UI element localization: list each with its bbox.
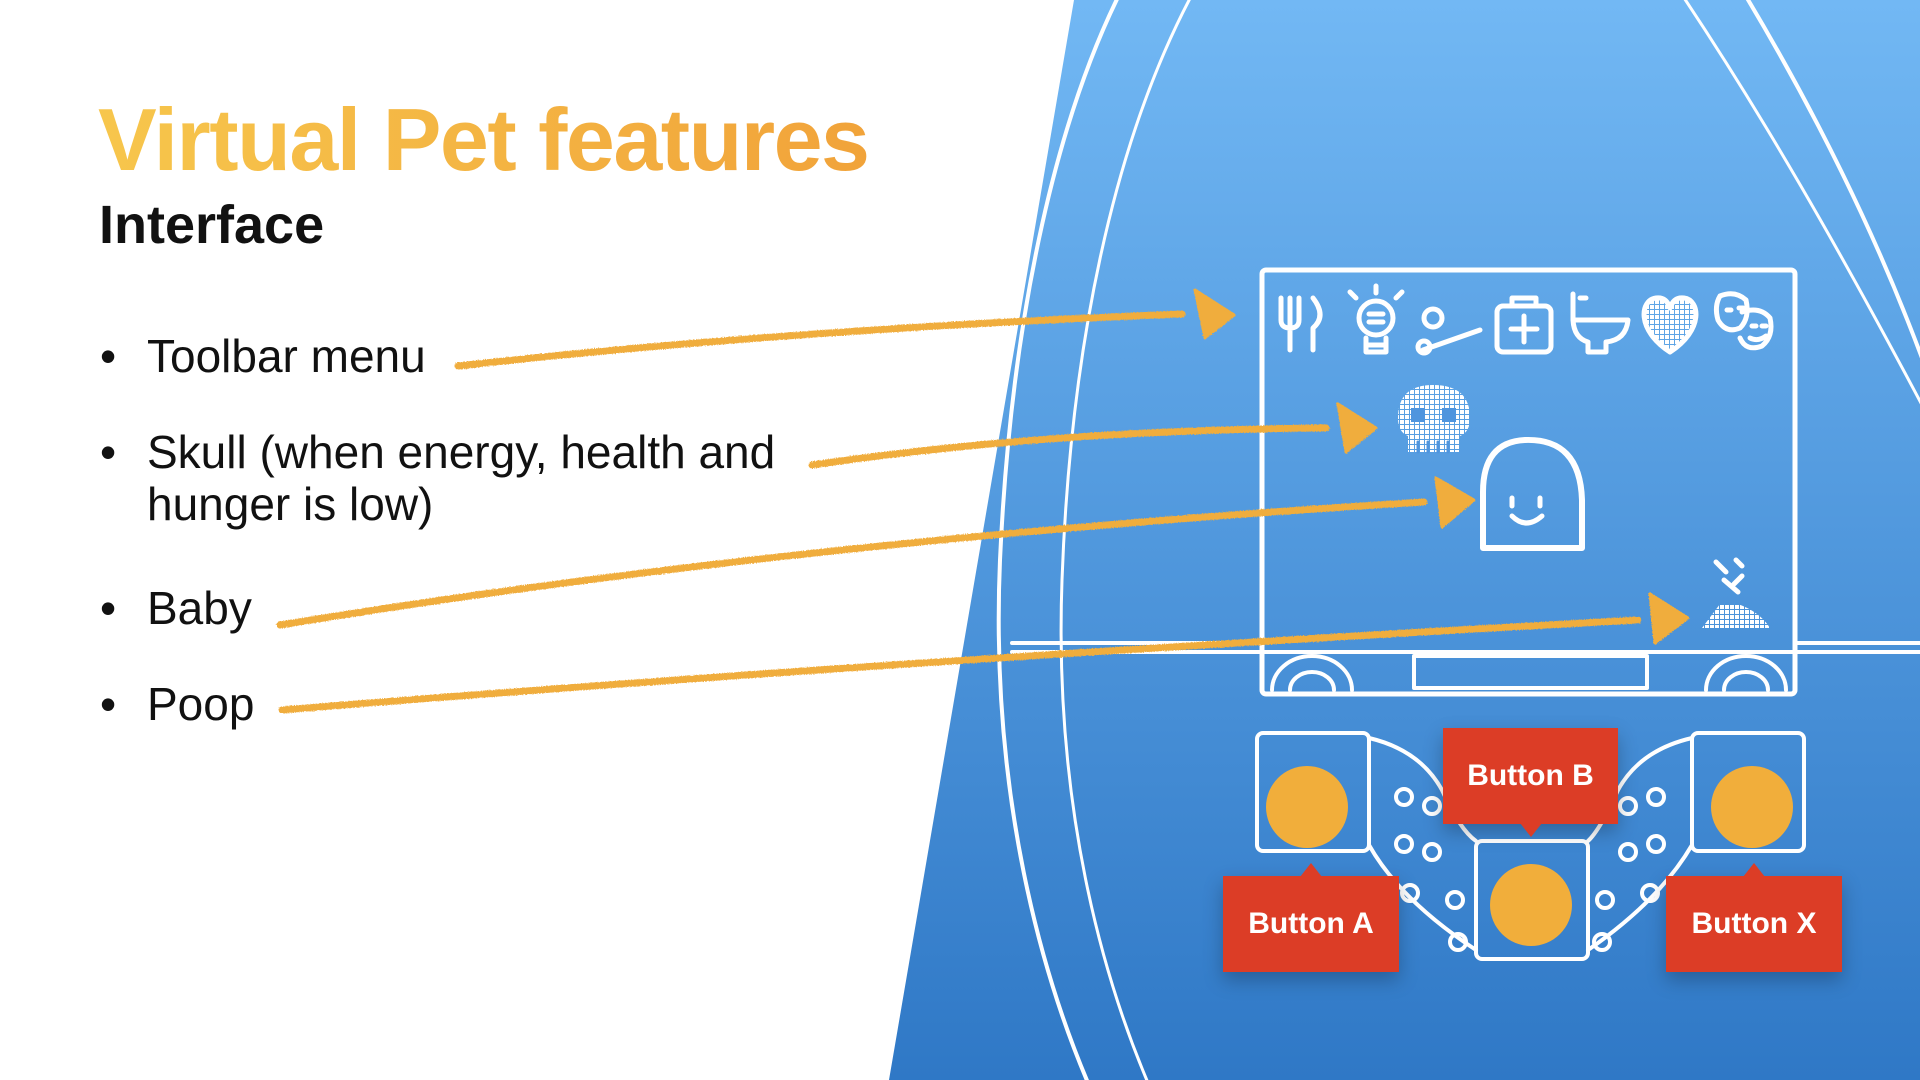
device-shell-outer xyxy=(996,0,1920,1080)
button-x[interactable] xyxy=(1711,766,1793,848)
button-board xyxy=(1255,731,1806,961)
side-strut-right xyxy=(1793,641,1920,654)
slide-subtitle: Interface xyxy=(99,195,325,255)
skull-sprite xyxy=(1398,385,1470,454)
callout-button-a: Button A xyxy=(1223,863,1399,972)
callout-button-x: Button X xyxy=(1666,863,1842,972)
screen-corner-arc-left xyxy=(1270,654,1354,692)
feature-label-line-2: hunger is low) xyxy=(147,478,434,530)
button-b[interactable] xyxy=(1490,864,1572,946)
screen-base-slot xyxy=(1412,654,1649,690)
toolbar-icons xyxy=(1278,283,1774,356)
arrow-toolbar-menu xyxy=(454,288,1236,370)
feature-label-line-1: Skull (when energy, health and xyxy=(147,426,776,478)
button-x-housing xyxy=(1690,731,1806,853)
feature-skull: • Skull (when energy, health and hunger … xyxy=(100,426,775,530)
callout-button-b: Button B xyxy=(1443,728,1618,837)
feature-label: Toolbar menu xyxy=(147,330,426,382)
bullet-marker: • xyxy=(100,582,117,634)
button-b-housing xyxy=(1474,839,1590,961)
device-shell-inner xyxy=(1059,0,1920,1080)
baby-sprite xyxy=(1480,436,1585,551)
first-aid-kit-icon xyxy=(1494,295,1554,355)
button-a-housing xyxy=(1255,731,1371,853)
comedy-tragedy-masks-icon xyxy=(1713,291,1774,351)
heart-icon xyxy=(1641,295,1699,355)
bullet-marker: • xyxy=(100,678,117,730)
bat-ball-icon xyxy=(1415,306,1483,356)
pointer-arrows xyxy=(276,288,1690,714)
slide-title: Virtual Pet features xyxy=(98,90,870,189)
feature-poop: • Poop xyxy=(100,678,254,730)
lightbulb-icon xyxy=(1347,283,1405,355)
feature-label: Poop xyxy=(147,678,255,730)
screen-corner-arc-right xyxy=(1704,654,1788,692)
feature-toolbar-menu: • Toolbar menu xyxy=(100,330,426,382)
device-illustration xyxy=(996,0,1920,1080)
arrow-skull xyxy=(808,402,1378,469)
pet-screen xyxy=(1259,267,1798,697)
bullet-marker: • xyxy=(100,330,117,382)
toilet-icon xyxy=(1570,291,1631,355)
feature-baby: • Baby xyxy=(100,582,252,634)
arrow-poop xyxy=(278,592,1690,714)
bullet-marker: • xyxy=(100,426,117,478)
feature-label: Baby xyxy=(147,582,252,634)
fork-knife-icon xyxy=(1278,295,1323,353)
button-a[interactable] xyxy=(1266,766,1348,848)
poop-sprite xyxy=(1702,557,1770,628)
arrow-baby xyxy=(276,476,1476,629)
